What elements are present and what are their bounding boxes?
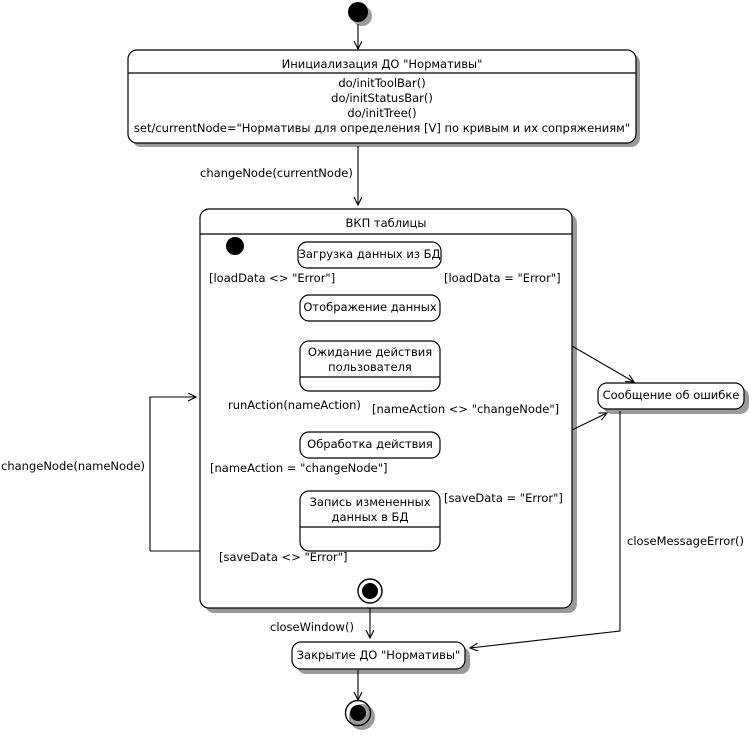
transition-label-savedata-ok: [saveData <> "Error"]: [219, 550, 348, 564]
transition-label-changenode-namenode: changeNode(nameNode): [1, 459, 145, 473]
edge-loop-changenode: [149, 397, 196, 551]
transition-label-nameaction-ne: [nameAction <> "changeNode"]: [372, 402, 560, 416]
transition-label-loaddata-ok: [loadData <> "Error"]: [209, 271, 336, 285]
transition-label-changenode-currentnode: changeNode(currentNode): [200, 166, 353, 180]
state-composite[interactable]: [199, 208, 573, 609]
state-composite-title: ВКП таблицы: [345, 216, 427, 230]
state-name-line1: Ожидание действия: [307, 345, 433, 359]
transition-label-closemessageerror: closeMessageError(): [627, 534, 745, 548]
state-display-data-title: Отображение данных: [303, 300, 437, 314]
activity-line: set/currentNode="Нормативы для определен…: [133, 121, 631, 135]
activity-line: do/initStatusBar(): [331, 91, 433, 105]
inner-final-state: [362, 583, 378, 599]
state-init-activities: do/initToolBar() do/initStatusBar() do/i…: [128, 76, 636, 136]
state-close[interactable]: [291, 641, 466, 670]
initial-state-dot: [348, 2, 368, 22]
activity-line: do/initToolBar(): [338, 76, 426, 90]
transition-label-closewindow: closeWindow(): [270, 620, 354, 634]
state-init-title: Инициализация ДО "Нормативы": [281, 57, 483, 71]
transition-label-runaction: runAction(nameAction): [228, 398, 361, 412]
state-process-action-title: Обработка действия: [307, 437, 433, 451]
activity-line: do/initTree(): [347, 106, 417, 120]
state-process-action[interactable]: [299, 431, 441, 459]
transition-label-savedata-error: [saveData = "Error"]: [444, 491, 563, 505]
final-state: [350, 705, 366, 721]
state-name-line1: Запись измененных: [309, 495, 431, 509]
state-error-message-title: Сообщение об ошибке: [602, 388, 740, 402]
state-save-data-title: Запись измененных данных в БД: [300, 495, 440, 525]
state-display-data[interactable]: [299, 294, 441, 322]
transition-label-loaddata-error: [loadData = "Error"]: [444, 271, 561, 285]
state-save-data[interactable]: [299, 490, 441, 552]
state-close-title: Закрытие ДО "Нормативы": [296, 648, 461, 662]
state-load-data[interactable]: [297, 241, 442, 269]
transition-label-nameaction-eq: [nameAction = "changeNode"]: [210, 461, 388, 475]
state-error-message[interactable]: [597, 382, 745, 410]
inner-initial-state-dot: [226, 237, 244, 255]
edge-error-close: [470, 411, 621, 648]
state-wait-user-action-title: Ожидание действия пользователя: [300, 345, 440, 375]
state-wait-user-action[interactable]: [299, 340, 441, 392]
state-load-data-title: Загрузка данных из БД: [298, 247, 441, 261]
state-name-line2: данных в БД: [331, 510, 409, 524]
state-name-line2: пользователя: [328, 360, 412, 374]
